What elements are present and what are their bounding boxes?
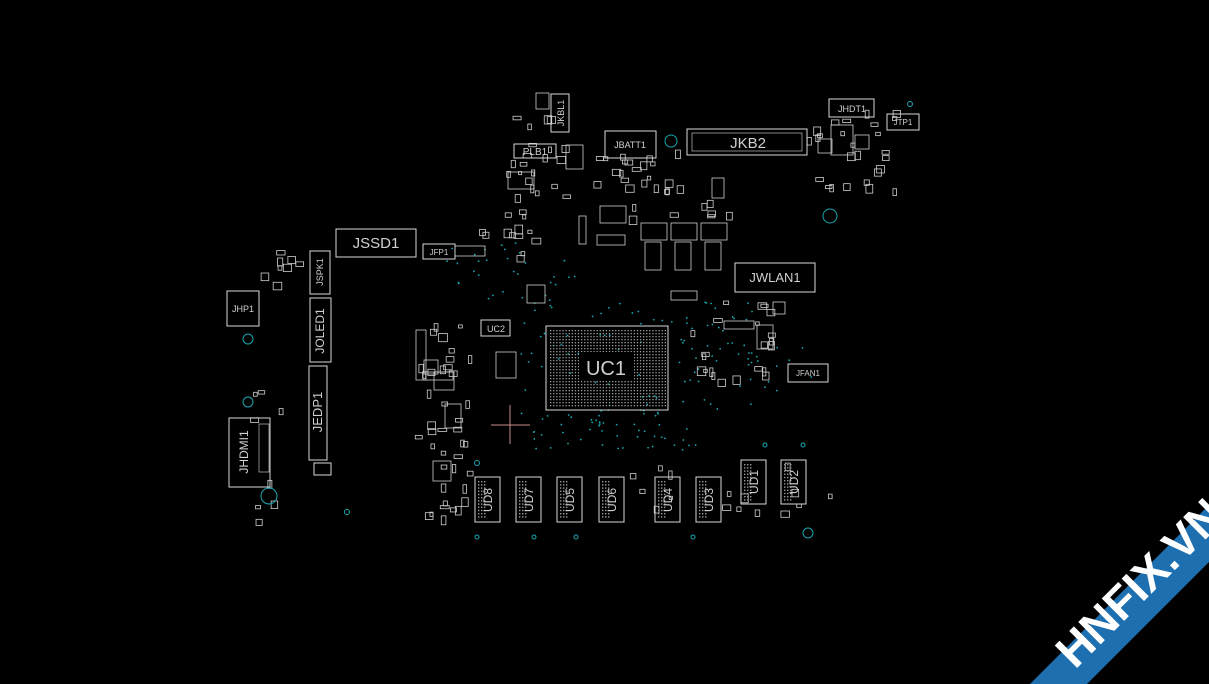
component-ud1[interactable]: UD1 [740,459,767,505]
label-jedp1: JEDP1 [310,392,325,432]
component-plb1[interactable]: PLB1 [513,143,557,159]
component-jkb2[interactable]: JKB2 [686,128,808,156]
label-jspk1: JSPK1 [315,258,325,286]
component-joled1[interactable]: JOLED1 [309,297,332,363]
label-jssd1: JSSD1 [353,235,400,252]
label-ud7: UD7 [522,488,536,512]
component-jhdmi1[interactable]: JHDMI1 [228,417,271,488]
component-jspk1[interactable]: JSPK1 [309,250,331,295]
component-jwlan1[interactable]: JWLAN1 [734,262,816,293]
watermark-logo: HNFIX.VN [1030,488,1209,684]
component-jhp1[interactable]: JHP1 [226,290,260,327]
component-ud8[interactable]: UD8 [474,476,501,523]
label-uc2: UC2 [487,324,505,334]
component-jssd1[interactable]: JSSD1 [335,228,417,258]
label-ud3: UD3 [702,488,716,512]
component-jhdt1[interactable]: JHDT1 [828,98,875,118]
component-jfan1[interactable]: JFAN1 [787,363,829,383]
label-jhdt1: JHDT1 [838,104,866,114]
label-jkbl1: JKBL1 [556,100,566,127]
mounting-holes [242,101,913,540]
label-jbatt1: JBATT1 [614,140,646,150]
component-jfp1[interactable]: JFP1 [422,243,456,260]
label-jhdmi1: JHDMI1 [237,430,251,474]
label-jhp1: JHP1 [232,304,254,314]
component-ud3[interactable]: UD3 [695,476,722,523]
component-jkbl1[interactable]: JKBL1 [550,93,570,133]
label-jtp1: JTP1 [894,118,913,127]
component-ud6[interactable]: UD6 [598,476,625,523]
label-jkb2: JKB2 [730,135,766,152]
label-jfan1: JFAN1 [796,369,821,378]
component-ud5[interactable]: UD5 [556,476,583,523]
label-ud5: UD5 [563,488,577,512]
crosshair-cursor [491,405,530,444]
component-uc1[interactable]: UC1 [545,325,669,411]
component-ud4[interactable]: UD4 [654,476,681,523]
label-ud8: UD8 [481,488,495,512]
label-ud1: UD1 [747,470,761,494]
component-uc2[interactable]: UC2 [480,319,511,337]
component-ud2[interactable]: UD2 [780,459,807,505]
passive-components [250,109,901,526]
label-joled1: JOLED1 [313,308,327,354]
power-inductors [415,92,870,482]
label-plb1: PLB1 [523,147,548,158]
component-jbatt1[interactable]: JBATT1 [604,130,657,159]
label-jwlan1: JWLAN1 [749,270,800,285]
label-ud2: UD2 [787,470,801,494]
label-jfp1: JFP1 [430,248,449,257]
component-jedp1[interactable]: JEDP1 [308,365,332,476]
component-ud7[interactable]: UD7 [515,476,542,523]
label-ud4: UD4 [661,488,675,512]
label-uc1: UC1 [586,358,626,380]
component-jtp1[interactable]: JTP1 [886,113,920,131]
label-ud6: UD6 [605,488,619,512]
